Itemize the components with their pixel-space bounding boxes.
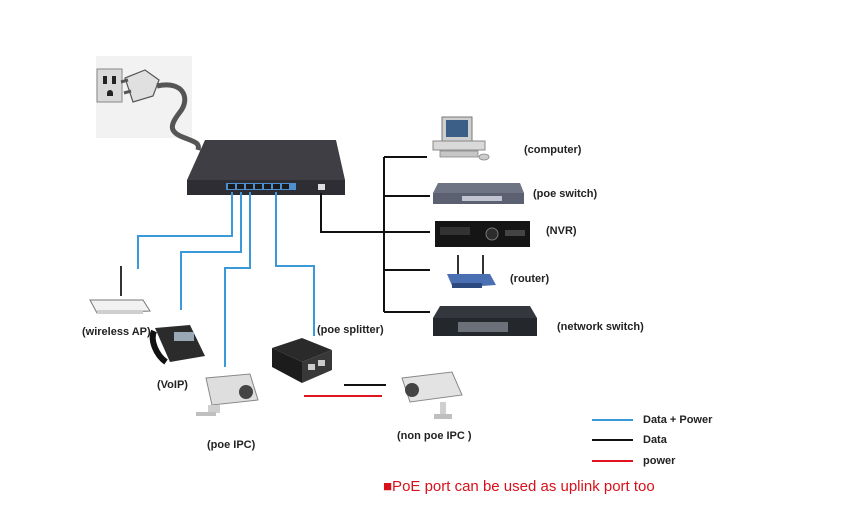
computer-icon [432, 116, 490, 161]
label-router: (router) [510, 273, 550, 285]
label-voip: (VoIP) [157, 379, 188, 391]
switch-icon [433, 183, 524, 204]
network-switch-icon [433, 306, 537, 336]
poe-switch-device [187, 140, 345, 195]
voip-phone-icon [149, 325, 205, 365]
nvr-icon [435, 221, 530, 247]
wireless-ap-icon [89, 266, 151, 314]
power-plug-icon [120, 69, 201, 151]
ip-camera-icon [401, 371, 463, 419]
poe-splitter-icon [272, 338, 332, 383]
data-lines [320, 156, 430, 386]
legend-label-power: power [643, 455, 676, 467]
ip-camera-icon [196, 373, 259, 416]
uplink-note: ■PoE port can be used as uplink port too [383, 478, 655, 495]
wall-outlet-icon [96, 56, 192, 138]
label-poe-splitter: (poe splitter) [317, 324, 384, 336]
label-wireless-ap: (wireless AP) [82, 326, 151, 338]
router-icon [447, 255, 496, 288]
label-poe-switch: (poe switch) [533, 188, 598, 200]
label-computer: (computer) [524, 144, 582, 156]
data-power-lines [137, 192, 315, 367]
legend-label-data-power: Data + Power [643, 414, 713, 426]
label-poe-ipc: (poe IPC) [207, 439, 256, 451]
label-non-poe-ipc: (non poe IPC ) [397, 430, 472, 442]
label-nvr: (NVR) [546, 225, 577, 237]
legend-label-data: Data [643, 434, 667, 446]
label-network-switch: (network switch) [557, 321, 644, 333]
legend-swatches [592, 419, 633, 462]
